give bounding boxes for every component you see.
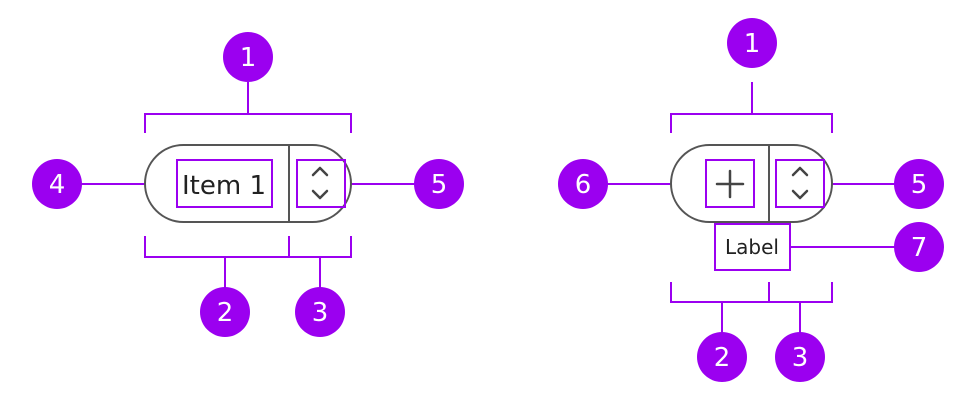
- svg-text:2: 2: [217, 298, 234, 328]
- svg-text:1: 1: [744, 29, 761, 59]
- plus-icon: [715, 169, 745, 199]
- svg-text:5: 5: [911, 170, 928, 200]
- right-stepper-component: Label: [670, 144, 833, 271]
- svg-text:7: 7: [911, 233, 928, 263]
- right-diagram: Label 1 2 3 5 6: [558, 18, 944, 382]
- right-callout-3: 3: [775, 332, 825, 382]
- right-pill-outline: [670, 144, 833, 223]
- left-item-highlight: [176, 159, 273, 208]
- right-callout-2: 2: [697, 332, 747, 382]
- left-callouts: 1 2 3 4 5: [32, 32, 464, 337]
- right-label-box: [714, 223, 791, 271]
- left-callout-1: 1: [223, 32, 273, 82]
- svg-text:5: 5: [431, 170, 448, 200]
- right-callout-5: 5: [894, 159, 944, 209]
- right-callout-7: 7: [894, 222, 944, 272]
- svg-text:3: 3: [312, 298, 329, 328]
- right-callout-1: 1: [727, 18, 777, 68]
- left-callout-5: 5: [414, 159, 464, 209]
- right-top-bracket: [670, 113, 833, 133]
- left-pill-outline: [144, 144, 352, 223]
- svg-text:2: 2: [714, 343, 731, 373]
- left-bracket-3: [288, 236, 352, 258]
- svg-text:4: 4: [49, 170, 66, 200]
- left-chevron-highlight: [296, 159, 346, 208]
- right-bracket-3: [768, 282, 833, 303]
- svg-text:6: 6: [575, 170, 592, 200]
- left-item-text: Item 1: [182, 171, 266, 201]
- left-diagram: Item 1 1 2 3 4: [32, 32, 464, 337]
- left-stepper-component: Item 1: [144, 144, 352, 223]
- left-brackets: [80, 82, 416, 290]
- right-plus-highlight: [705, 159, 755, 208]
- left-callout-4: 4: [32, 159, 82, 209]
- right-bracket-2: [670, 282, 770, 303]
- left-callout-2: 2: [200, 287, 250, 337]
- right-label-text: Label: [725, 235, 779, 259]
- left-top-bracket: [144, 113, 352, 133]
- chevron-up-down-icon: [791, 166, 809, 200]
- right-callout-6: 6: [558, 159, 608, 209]
- svg-text:1: 1: [240, 43, 257, 73]
- right-callouts: 1 2 3 5 6 7: [558, 18, 944, 382]
- chevron-up-down-icon: [311, 166, 329, 200]
- right-chevron-highlight: [775, 159, 825, 208]
- left-bracket-2: [144, 236, 290, 258]
- svg-text:3: 3: [792, 343, 809, 373]
- left-callout-3: 3: [295, 287, 345, 337]
